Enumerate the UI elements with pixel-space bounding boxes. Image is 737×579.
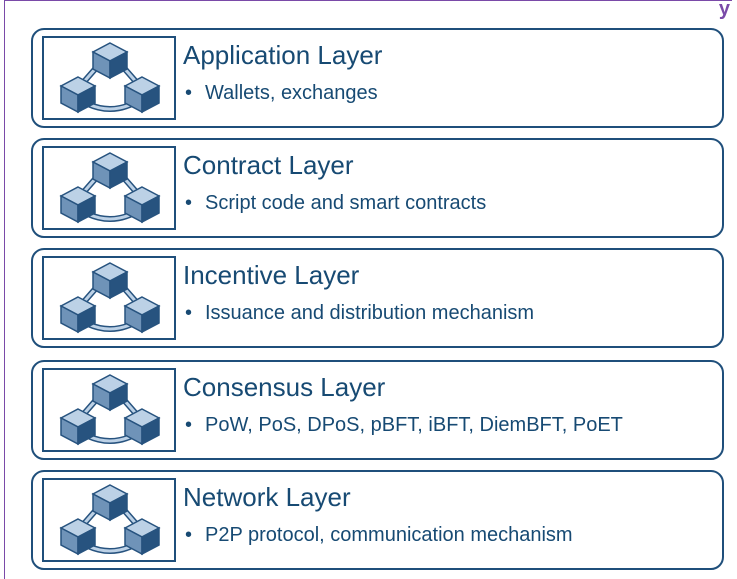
layer-item-text: PoW, PoS, DPoS, pBFT, iBFT, DiemBFT, PoE… <box>205 414 623 436</box>
layer-application: Application Layer • Wallets, exchanges <box>31 28 724 128</box>
blockchain-cubes-icon <box>42 256 176 340</box>
layer-item-text: P2P protocol, communication mechanism <box>205 524 573 546</box>
layer-item-text: Wallets, exchanges <box>205 82 378 104</box>
blockchain-cubes-icon <box>42 146 176 230</box>
layer-bullet-item: • PoW, PoS, DPoS, pBFT, iBFT, DiemBFT, Po… <box>185 414 623 437</box>
blockchain-cubes-icon <box>42 36 176 120</box>
layer-contract: Contract Layer • Script code and smart co… <box>31 138 724 238</box>
blockchain-cubes-icon <box>42 478 176 562</box>
layer-bullet-item: • Issuance and distribution mechanism <box>185 302 534 325</box>
layer-consensus: Consensus Layer • PoW, PoS, DPoS, pBFT, i… <box>31 360 724 460</box>
layer-title: Application Layer <box>183 40 383 70</box>
layer-incentive: Incentive Layer • Issuance and distributi… <box>31 248 724 348</box>
layer-title: Consensus Layer <box>183 372 386 402</box>
slide-frame: y <box>4 0 732 579</box>
bullet: • <box>185 302 193 324</box>
layer-title: Contract Layer <box>183 150 354 180</box>
layer-title: Network Layer <box>183 482 351 512</box>
bullet: • <box>185 524 193 546</box>
layer-item-text: Issuance and distribution mechanism <box>205 302 535 324</box>
blockchain-cubes-icon <box>42 368 176 452</box>
layer-network: Network Layer • P2P protocol, communicati… <box>31 470 724 570</box>
corner-text-fragment: y <box>718 0 730 20</box>
layer-bullet-item: • Script code and smart contracts <box>185 192 486 215</box>
layer-title: Incentive Layer <box>183 260 360 290</box>
bullet: • <box>185 414 193 436</box>
layer-bullet-item: • Wallets, exchanges <box>185 82 378 105</box>
bullet: • <box>185 192 193 214</box>
bullet: • <box>185 82 193 104</box>
layer-item-text: Script code and smart contracts <box>205 192 487 214</box>
layer-bullet-item: • P2P protocol, communication mechanism <box>185 524 573 547</box>
